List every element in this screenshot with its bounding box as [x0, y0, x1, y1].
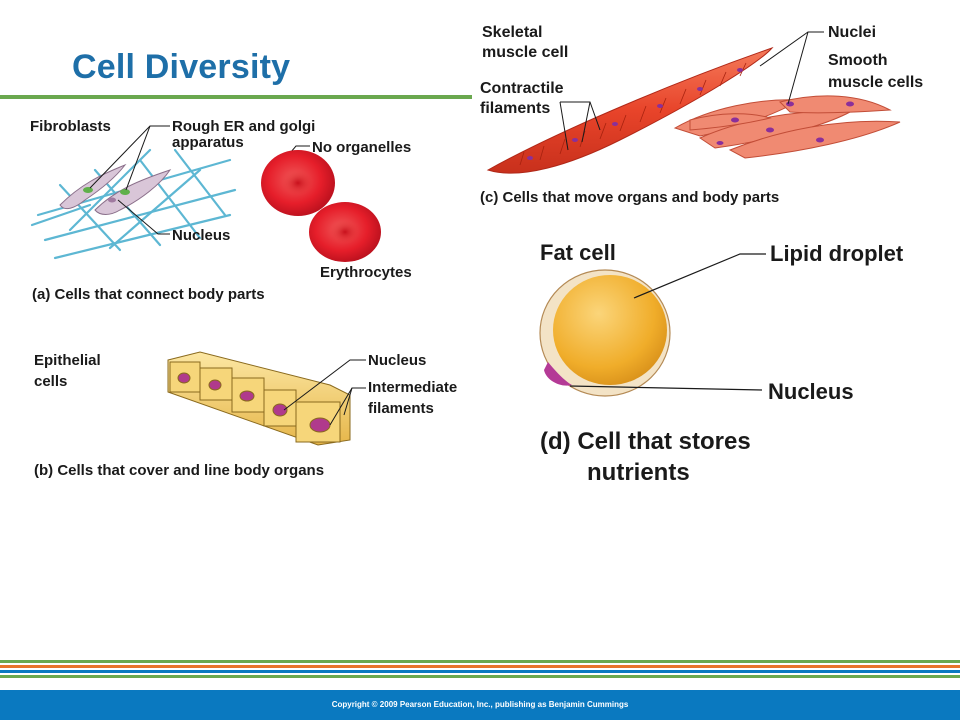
footer-stripe-orange — [0, 665, 960, 668]
label-fat-cell: Fat cell — [540, 240, 616, 265]
label-no-organelles: No organelles — [312, 139, 412, 156]
caption-panel-c: (c) Cells that move organs and body part… — [480, 189, 780, 206]
label-lipid-droplet: Lipid droplet — [770, 241, 904, 266]
smooth-muscle-cells — [673, 95, 901, 159]
label-rough-er-line2: apparatus — [172, 134, 244, 151]
footer-stripe-green-2 — [0, 675, 960, 678]
caption-panel-d-line2: nutrients — [587, 459, 690, 486]
fibroblast-network — [30, 148, 237, 260]
label-nuclei: Nuclei — [828, 24, 877, 41]
label-epithelial-line2: cells — [34, 373, 68, 390]
fibroblast-cells — [59, 163, 172, 215]
title-divider — [0, 95, 472, 99]
caption-panel-b: (b) Cells that cover and line body organ… — [34, 462, 325, 479]
fat-cell — [539, 269, 671, 397]
leader-lines-d — [569, 253, 766, 391]
footer-stripe-blue — [0, 670, 960, 673]
label-contractile-line1: Contractile — [480, 80, 564, 97]
caption-panel-d-line1: (d) Cell that stores — [540, 428, 751, 455]
label-intermediate-line2: filaments — [368, 400, 434, 417]
label-skeletal-line2: muscle cell — [482, 44, 569, 61]
page-title: Cell Diversity — [72, 48, 291, 86]
label-rough-er-line1: Rough ER and golgi — [172, 118, 316, 135]
label-epithelial-nucleus: Nucleus — [368, 352, 427, 369]
label-fibroblasts: Fibroblasts — [30, 118, 111, 135]
footer-stripe-green — [0, 660, 960, 663]
skeletal-muscle-cell — [486, 46, 774, 174]
label-epithelial-line1: Epithelial — [34, 352, 101, 369]
footer-stripes — [0, 660, 960, 680]
erythrocyte-cells — [261, 150, 381, 262]
label-fat-nucleus: Nucleus — [768, 379, 854, 404]
leader-lines-c — [559, 31, 824, 151]
label-intermediate-line1: Intermediate — [368, 379, 458, 396]
epithelial-cell-row — [167, 351, 351, 446]
caption-panel-a: (a) Cells that connect body parts — [32, 286, 265, 303]
label-erythrocytes: Erythrocytes — [320, 264, 412, 281]
copyright-footer: Copyright © 2009 Pearson Education, Inc.… — [0, 690, 960, 720]
label-smooth-line2: muscle cells — [828, 74, 924, 91]
leader-lines-b — [283, 359, 366, 426]
label-skeletal-line1: Skeletal — [482, 24, 543, 41]
label-contractile-line2: filaments — [480, 100, 551, 117]
label-smooth-line1: Smooth — [828, 52, 888, 69]
label-fibroblast-nucleus: Nucleus — [172, 227, 231, 244]
